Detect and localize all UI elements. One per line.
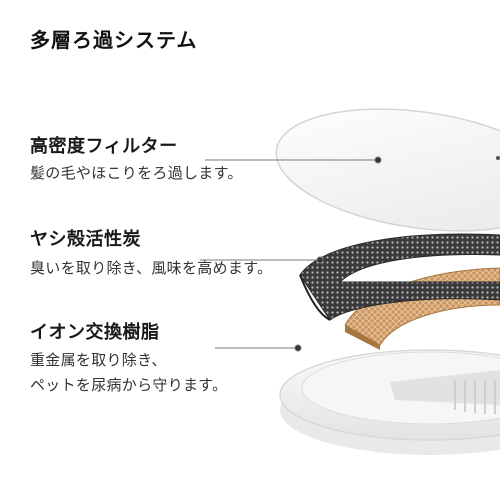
activated-carbon-layer — [299, 233, 500, 321]
layer-description-high-density-filter: 髪の毛やほこりをろ過します。 — [30, 164, 243, 182]
ion-exchange-resin-layer — [344, 267, 500, 350]
layer-description-activated-carbon: 臭いを取り除き、風味を高めます。 — [30, 259, 273, 277]
layer-heading-high-density-filter: 高密度フィルター — [30, 136, 178, 157]
high-density-filter-disc — [275, 108, 500, 232]
layer-heading-ion-exchange-resin: イオン交換樹脂 — [30, 322, 160, 343]
page-title: 多層ろ過システム — [30, 28, 198, 52]
layer-description-ion-exchange-resin-line1: 重金属を取り除き、 — [30, 351, 167, 369]
layer-description-ion-exchange-resin-line2: ペットを尿病から守ります。 — [30, 376, 228, 394]
layer-heading-activated-carbon: ヤシ殻活性炭 — [30, 229, 141, 250]
leader-lines — [200, 156, 382, 352]
tray-base — [279, 349, 500, 455]
